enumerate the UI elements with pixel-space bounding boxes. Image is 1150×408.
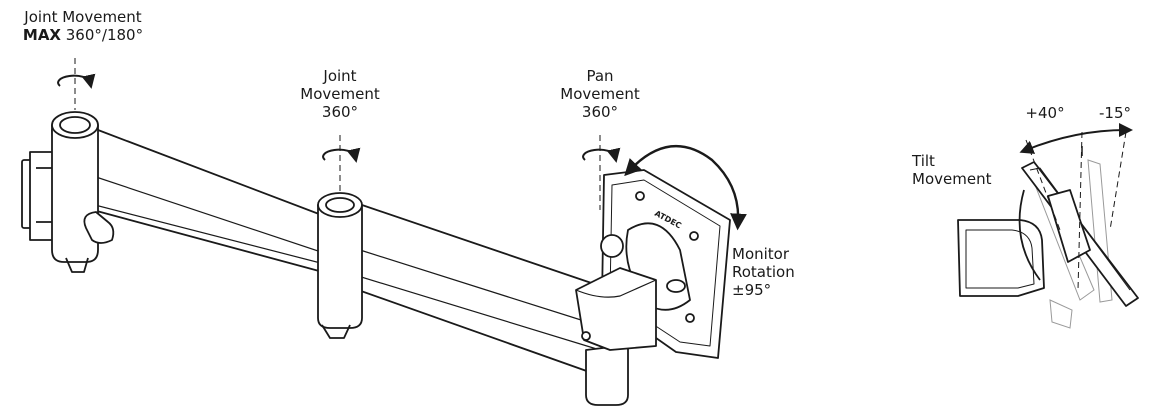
tilt-arc-icon xyxy=(1019,123,1133,154)
tilt-minus-label: -15° xyxy=(1099,104,1131,122)
rotation-arrow-icon xyxy=(322,147,361,163)
joint-movement-max-label: Joint Movement MAX 360°/180° xyxy=(22,8,144,44)
arm-segment-1 xyxy=(51,111,346,279)
tilt-inset xyxy=(957,123,1139,329)
tilt-movement-label: Tilt Movement xyxy=(912,152,992,188)
rotation-arc-icon xyxy=(624,144,747,231)
rotation-arrow-icon xyxy=(582,147,621,163)
monitor-rotation-label: Monitor Rotation ±95° xyxy=(732,245,795,299)
tilt-plus-label: +40° xyxy=(1025,104,1065,122)
rotation-arrow-icon xyxy=(57,73,96,89)
axis-lines xyxy=(74,58,601,210)
joint-movement-label: Joint Movement 360° xyxy=(300,67,380,121)
arm-segment-2 xyxy=(317,192,629,406)
pan-movement-label: Pan Movement 360° xyxy=(560,67,640,121)
vesa-head xyxy=(575,169,731,359)
